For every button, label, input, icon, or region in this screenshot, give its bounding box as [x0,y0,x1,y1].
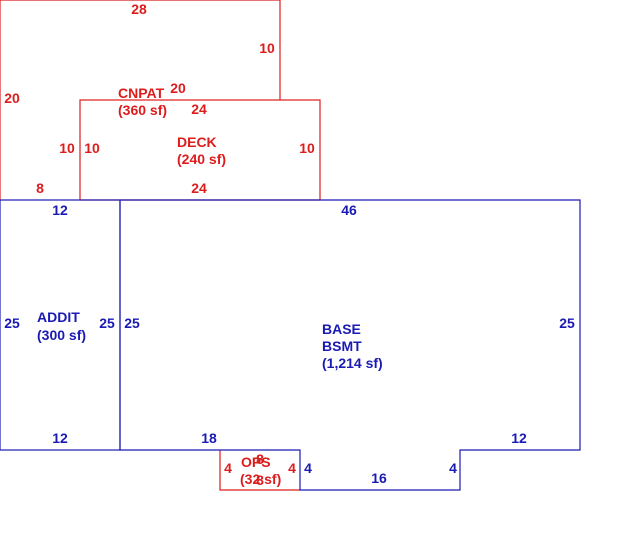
cnpat-outline [0,0,281,200]
cnpat-dim-inner-right: 20 [170,80,186,96]
base-dim-left: 25 [124,315,140,331]
cnpat-name: CNPAT [118,85,165,101]
addit-area: (300 sf) [37,327,86,343]
addit-dim-right: 25 [99,315,115,331]
ops-name: OPS [241,454,271,470]
base-area: (1,214 sf) [322,355,383,371]
addit-name: ADDIT [37,309,80,325]
cnpat-area: (360 sf) [118,102,167,118]
base-dim-top: 46 [341,202,357,218]
addit-dim-bottom: 12 [52,430,68,446]
base-dim-notch-bottom: 16 [371,470,387,486]
addit-dim-left: 25 [4,315,20,331]
ops-dim-top: 8 [256,451,264,467]
addit-dim-top: 12 [52,202,68,218]
cnpat-dim-left: 20 [4,90,20,106]
cnpat-dim-inner-left: 10 [59,140,75,156]
ops-area: (32 sf) [240,471,281,487]
deck-dim-right: 10 [299,140,315,156]
base-dim-bottom-right: 12 [511,430,527,446]
base-dim-right: 25 [559,315,575,331]
deck-area: (240 sf) [177,151,226,167]
cnpat-dim-top: 28 [131,1,147,17]
ops-dim-right: 4 [288,460,296,476]
deck-dim-bottom: 24 [191,180,207,196]
ops-outline [219,450,300,491]
base-name-line2: BSMT [322,338,362,354]
base-outline [119,199,581,491]
ops-dim-left: 4 [224,460,232,476]
deck-name: DECK [177,134,217,150]
base-dim-notch-left: 4 [304,460,312,476]
deck-dim-left: 10 [84,140,100,156]
ops-dim-bottom: 8 [256,472,264,488]
base-dim-bottom-left: 18 [201,430,217,446]
cnpat-dim-bottom-left: 8 [36,180,44,196]
base-dim-notch-right: 4 [449,460,457,476]
deck-dim-top: 24 [191,101,207,117]
cnpat-dim-right-upper: 10 [259,40,275,56]
base-name: BASE [322,321,361,337]
